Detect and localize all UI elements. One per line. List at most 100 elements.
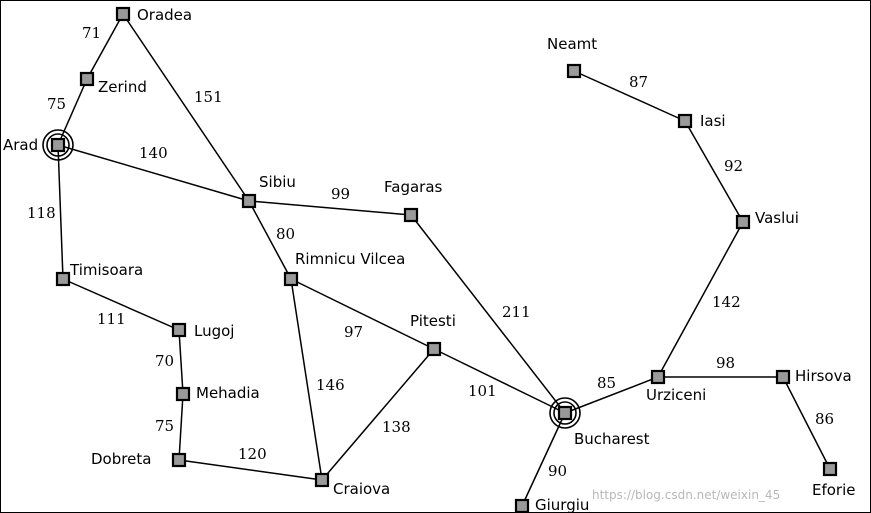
city-marker-timisoara — [55, 271, 71, 287]
distance-label-zerind-arad: 75 — [47, 95, 66, 113]
city-label-eforie: Eforie — [812, 481, 856, 499]
city-node-lugoj[interactable] — [171, 322, 187, 338]
roads-layer — [57, 13, 831, 507]
city-node-giurgiu[interactable] — [514, 498, 530, 512]
city-node-craiova[interactable] — [314, 472, 330, 488]
city-label-timisoara: Timisoara — [69, 261, 143, 279]
city-label-mehadia: Mehadia — [196, 384, 260, 402]
city-marker-vaslui — [735, 214, 751, 230]
city-node-bucharest[interactable] — [549, 397, 581, 429]
city-label-lugoj: Lugoj — [194, 322, 234, 340]
city-label-vaslui: Vaslui — [755, 209, 799, 227]
city-node-fagaras[interactable] — [403, 207, 419, 223]
city-node-rimnicu-vilcea[interactable] — [283, 271, 299, 287]
city-label-zerind: Zerind — [98, 78, 147, 96]
road-bucharest-giurgiu — [521, 412, 566, 507]
city-label-iasi: Iasi — [700, 112, 726, 130]
city-ring-outer-bucharest — [549, 397, 581, 429]
city-marker-oradea — [115, 6, 131, 22]
distance-label-bucharest-giurgiu: 90 — [548, 462, 567, 480]
city-label-giurgiu: Giurgiu — [535, 496, 589, 512]
road-arad-sibiu — [57, 144, 250, 202]
city-node-mehadia[interactable] — [175, 386, 191, 402]
city-label-oradea: Oradea — [137, 6, 192, 24]
city-node-oradea[interactable] — [115, 6, 131, 22]
city-label-arad: Arad — [3, 136, 38, 154]
road-hirsova-eforie — [782, 376, 831, 470]
distance-label-oradea-sibiu: 151 — [194, 88, 223, 106]
city-label-hirsova: Hirsova — [795, 367, 852, 385]
distance-label-urziceni-hirsova: 98 — [716, 354, 735, 372]
city-node-eforie[interactable] — [822, 461, 838, 477]
city-marker-arad — [50, 137, 66, 153]
road-iasi-neamt — [573, 70, 686, 122]
city-marker-pitesti — [426, 341, 442, 357]
city-marker-dobreta — [171, 452, 187, 468]
road-pitesti-bucharest — [433, 348, 566, 414]
distance-label-bucharest-urziceni: 85 — [597, 374, 616, 392]
city-node-vaslui[interactable] — [735, 214, 751, 230]
distance-label-dobreta-craiova: 120 — [238, 445, 267, 463]
road-rimnicu-vilcea-craiova — [290, 278, 323, 481]
city-node-pitesti[interactable] — [426, 341, 442, 357]
city-marker-urziceni — [650, 369, 666, 385]
city-label-sibiu: Sibiu — [259, 173, 296, 191]
city-marker-sibiu — [241, 193, 257, 209]
city-node-arad[interactable] — [42, 129, 74, 161]
road-vaslui-iasi — [684, 120, 744, 223]
city-label-neamt: Neamt — [547, 35, 597, 53]
distance-label-arad-timisoara: 118 — [27, 204, 56, 222]
distance-label-oradea-zerind: 71 — [82, 24, 101, 42]
road-arad-timisoara — [57, 144, 64, 280]
city-node-dobreta[interactable] — [171, 452, 187, 468]
distance-label-urziceni-vaslui: 142 — [712, 293, 741, 311]
road-zerind-arad — [57, 78, 88, 146]
road-sibiu-fagaras — [248, 200, 412, 216]
distance-label-sibiu-rimnicu-vilcea: 80 — [276, 225, 295, 243]
city-node-neamt[interactable] — [566, 63, 582, 79]
city-ring-inner-arad — [46, 133, 70, 157]
distance-label-sibiu-fagaras: 99 — [331, 185, 350, 203]
city-label-craiova: Craiova — [333, 480, 390, 498]
road-bucharest-urziceni — [564, 376, 659, 414]
city-label-pitesti: Pitesti — [410, 312, 456, 330]
distance-label-pitesti-bucharest: 101 — [468, 382, 497, 400]
road-urziceni-vaslui — [657, 221, 744, 378]
distance-label-lugoj-mehadia: 70 — [155, 352, 174, 370]
city-marker-mehadia — [175, 386, 191, 402]
city-label-fagaras: Fagaras — [384, 178, 443, 196]
city-node-timisoara[interactable] — [55, 271, 71, 287]
city-marker-eforie — [822, 461, 838, 477]
city-marker-bucharest — [557, 405, 573, 421]
road-oradea-zerind — [86, 13, 124, 80]
city-marker-craiova — [314, 472, 330, 488]
road-lugoj-mehadia — [178, 329, 184, 395]
city-label-bucharest: Bucharest — [574, 430, 650, 448]
distance-label-fagaras-bucharest: 211 — [502, 303, 531, 321]
city-marker-rimnicu-vilcea — [283, 271, 299, 287]
city-node-zerind[interactable] — [79, 71, 95, 87]
road-rimnicu-vilcea-pitesti — [290, 278, 435, 350]
distance-label-rimnicu-vilcea-craiova: 146 — [316, 376, 345, 394]
road-oradea-sibiu — [122, 13, 250, 202]
city-label-dobreta: Dobreta — [91, 450, 151, 468]
city-node-iasi[interactable] — [677, 113, 693, 129]
distance-label-timisoara-lugoj: 111 — [97, 310, 126, 328]
city-marker-iasi — [677, 113, 693, 129]
city-label-urziceni: Urziceni — [646, 386, 706, 404]
city-marker-hirsova — [775, 369, 791, 385]
watermark-text: https://blog.csdn.net/weixin_45 — [592, 488, 780, 502]
city-marker-neamt — [566, 63, 582, 79]
road-craiova-pitesti — [321, 348, 435, 481]
city-node-hirsova[interactable] — [775, 369, 791, 385]
distance-label-mehadia-dobreta: 75 — [155, 417, 174, 435]
city-node-sibiu[interactable] — [241, 193, 257, 209]
city-node-urziceni[interactable] — [650, 369, 666, 385]
city-ring-outer-arad — [42, 129, 74, 161]
road-fagaras-bucharest — [410, 214, 566, 414]
distance-label-iasi-neamt: 87 — [629, 73, 648, 91]
